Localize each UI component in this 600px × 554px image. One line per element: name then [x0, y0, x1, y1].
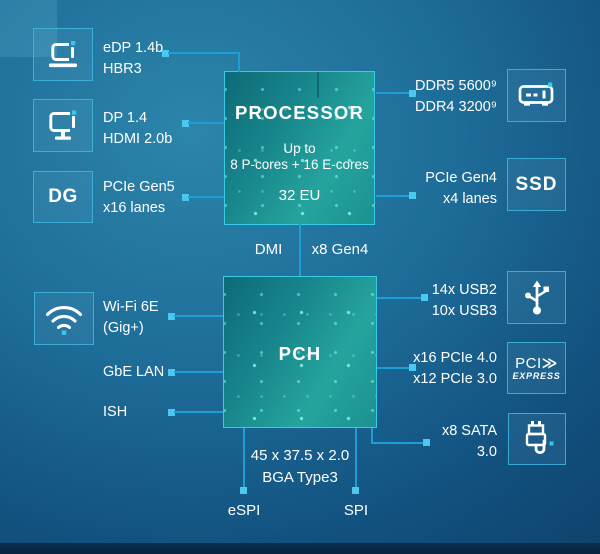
- package-dimensions: 45 x 37.5 x 2.0: [250, 447, 350, 464]
- ssd-label: PCIe Gen4 x4 lanes: [425, 168, 497, 210]
- pcie-gen5-label-line1: PCIe Gen5: [103, 179, 175, 195]
- usb-connector-line: [377, 297, 423, 299]
- wifi-label-line1: Wi-Fi 6E: [103, 299, 159, 315]
- espi-line-dot: [240, 487, 247, 494]
- dp-hdmi-label-line1: DP 1.4: [103, 110, 148, 126]
- package-type: BGA Type3: [262, 469, 338, 486]
- usb-label-line2: 10x USB3: [431, 303, 497, 319]
- edp-connector-dot: [162, 50, 169, 57]
- memory-label-line2: DDR4 3200⁹: [415, 99, 497, 115]
- dp-connector-line: [188, 122, 224, 124]
- pcie-label-line1: x16 PCIe 4.0: [413, 350, 497, 366]
- sata-connector-line: [371, 442, 424, 444]
- sata-connector-drop: [371, 428, 373, 443]
- memory-connector-line: [376, 92, 411, 94]
- display-icon-box: [33, 99, 93, 152]
- usb-label: 14x USB2 10x USB3: [432, 280, 497, 322]
- ish-label: ISH: [103, 404, 128, 420]
- ish-connector-line: [174, 411, 223, 413]
- spi-line-dot: [352, 487, 359, 494]
- pcie-logo-chevron: ≫: [541, 354, 558, 372]
- pcie-icon-box: PCI≫ EXPRESS: [507, 342, 566, 394]
- sata-icon-box: [508, 413, 566, 465]
- dmi-label: DMI: [254, 241, 283, 258]
- edp-connector-line: [168, 52, 240, 54]
- edp-icon-box: [33, 28, 93, 81]
- pch-block: PCH: [223, 276, 377, 428]
- pcie-label-line2: x12 PCIe 3.0: [413, 371, 497, 387]
- spi-line: [355, 428, 357, 487]
- edp-label-line2: HBR3: [103, 61, 142, 77]
- edp-label-line1: eDP 1.4b: [103, 40, 164, 56]
- gbe-connector-line: [174, 371, 223, 373]
- dp-connector-dot: [182, 120, 189, 127]
- wifi-icon: [44, 301, 84, 336]
- pcie-logo: PCI≫ EXPRESS: [512, 356, 560, 381]
- sata-label-line1: x8 SATA: [441, 423, 497, 439]
- sata-icon: [519, 419, 555, 459]
- pcie-connector-line: [377, 367, 411, 369]
- ssd-label-line2: x4 lanes: [442, 191, 497, 207]
- edp-connector-drop: [238, 52, 240, 72]
- dg-icon-box: DG: [33, 171, 93, 223]
- ish-connector-dot: [168, 409, 175, 416]
- memory-icon-box: [507, 69, 566, 122]
- dg-connector-line: [188, 196, 224, 198]
- usb-icon: [520, 279, 554, 316]
- pcie-logo-bottom: EXPRESS: [512, 370, 561, 381]
- x8-gen4-label: x8 Gen4: [311, 241, 369, 258]
- wifi-icon-box: [34, 292, 94, 345]
- pcie-connector-dot: [409, 364, 416, 371]
- processor-eu-text: 32 EU: [278, 187, 321, 204]
- processor-top-notch: [317, 72, 319, 98]
- edp-label: eDP 1.4b HBR3: [103, 38, 163, 80]
- processor-sub-line1: Up to: [283, 141, 316, 156]
- laptop-icon: [45, 40, 81, 70]
- gbe-connector-dot: [168, 369, 175, 376]
- ssd-connector-dot: [409, 192, 416, 199]
- ssd-connector-line: [376, 195, 411, 197]
- pcie-gen5-label: PCIe Gen5 x16 lanes: [103, 177, 175, 219]
- sata-label: x8 SATA 3.0: [442, 421, 497, 463]
- wifi-connector-line: [174, 315, 223, 317]
- memory-label-line1: DDR5 5600⁹: [415, 78, 497, 94]
- espi-label: eSPI: [227, 502, 261, 519]
- processor-block: PROCESSOR Up to 8 P-cores + 16 E-cores 3…: [224, 71, 375, 225]
- espi-line: [243, 428, 245, 487]
- wifi-label-line2: (Gig+): [103, 320, 144, 336]
- ssd-icon-box: SSD: [507, 158, 566, 211]
- wifi-label: Wi-Fi 6E (Gig+): [103, 297, 159, 339]
- ssd-label-line1: PCIe Gen4: [425, 170, 497, 186]
- spi-label: SPI: [343, 502, 369, 519]
- pcie-label: x16 PCIe 4.0 x12 PCIe 3.0: [413, 348, 497, 390]
- pcie-gen5-label-line2: x16 lanes: [103, 200, 166, 216]
- pcie-logo-top: PCI≫: [515, 354, 558, 372]
- sata-connector-dot: [423, 439, 430, 446]
- bottom-shadow-strip: [0, 543, 600, 554]
- processor-sub-line2: 8 P-cores + 16 E-cores: [230, 156, 369, 172]
- dg-connector-dot: [182, 194, 189, 201]
- dp-hdmi-label-line2: HDMI 2.0b: [103, 131, 173, 147]
- wifi-connector-dot: [168, 313, 175, 320]
- memory-connector-dot: [409, 90, 416, 97]
- pch-title: PCH: [278, 343, 322, 364]
- ssd-badge: SSD: [515, 173, 558, 195]
- processor-cores-text: Up to 8 P-cores + 16 E-cores: [225, 141, 374, 172]
- dp-hdmi-label: DP 1.4 HDMI 2.0b: [103, 108, 172, 150]
- sata-label-line2: 3.0: [476, 444, 497, 460]
- dg-badge: DG: [48, 186, 78, 207]
- usb-icon-box: [507, 271, 566, 324]
- usb-connector-dot: [421, 294, 428, 301]
- dmi-link-line: [299, 224, 301, 276]
- memory-label: DDR5 5600⁹ DDR4 3200⁹: [415, 76, 497, 118]
- gbe-lan-label: GbE LAN: [103, 364, 165, 380]
- memory-icon: [517, 81, 557, 111]
- package-size-text: 45 x 37.5 x 2.0 BGA Type3: [225, 445, 375, 489]
- usb-label-line1: 14x USB2: [431, 282, 497, 298]
- processor-title: PROCESSOR: [234, 102, 365, 123]
- monitor-icon: [45, 110, 81, 142]
